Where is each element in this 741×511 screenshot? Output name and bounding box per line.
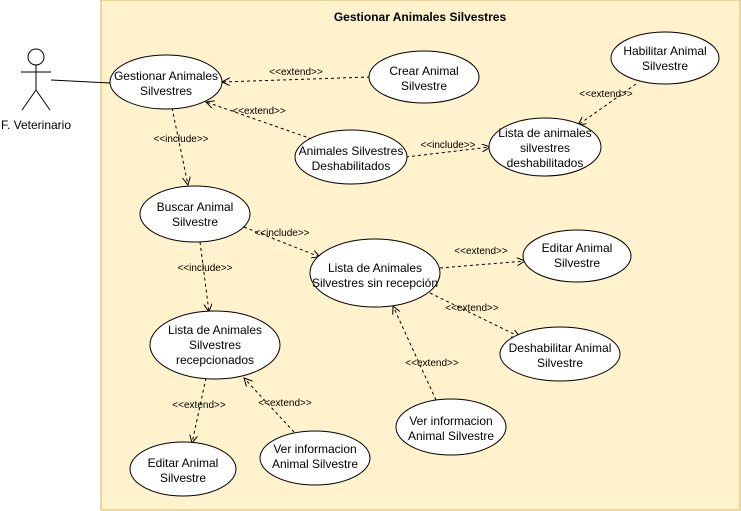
rel-label: <<extend>> (405, 358, 459, 369)
svg-text:Buscar Animal: Buscar Animal (157, 200, 234, 214)
svg-text:Lista de animales: Lista de animales (498, 126, 591, 140)
use-case-gestionar[interactable]: Gestionar Animales Silvestres (109, 54, 223, 110)
use-case-ver-info-1[interactable]: Ver informacion Animal Silvestre (395, 398, 507, 456)
rel-label: <<include>> (254, 228, 309, 239)
svg-text:Editar Animal: Editar Animal (542, 241, 613, 255)
actor-figure (21, 48, 51, 111)
use-case-habilitar[interactable]: Habilitar Animal Silvestre (610, 31, 720, 85)
rel-label: <<extend>> (258, 398, 312, 409)
svg-text:Deshabilitar Animal: Deshabilitar Animal (509, 341, 612, 355)
svg-text:Lista de Animales: Lista de Animales (328, 261, 422, 275)
rel-buscar-include-sin-line (243, 226, 320, 257)
rel-gestionar-include-line (171, 107, 188, 185)
svg-text:Silvestre: Silvestre (160, 471, 206, 485)
svg-text:Gestionar Animales: Gestionar Animales (114, 69, 218, 83)
svg-text:Animales Silvestres: Animales Silvestres (299, 144, 404, 158)
rel-editar1-extend-line (439, 261, 525, 269)
svg-text:Ver informacion: Ver informacion (409, 414, 492, 428)
rel-label: <<include>> (420, 140, 475, 151)
svg-text:Animal Silvestre: Animal Silvestre (408, 429, 494, 443)
svg-text:recepcionados: recepcionados (176, 353, 254, 367)
use-case-lista-sin-recepcion[interactable]: Lista de Animales Silvestres sin recepci… (309, 238, 441, 308)
svg-text:silvestres: silvestres (520, 141, 570, 155)
svg-text:Silvestre: Silvestre (642, 59, 688, 73)
rel-label: <<extend>> (232, 106, 286, 117)
rel-label: <<include>> (153, 134, 208, 145)
use-case-lista-deshabilitados[interactable]: Lista de animales silvestres deshabilita… (488, 117, 602, 177)
use-case-editar-2[interactable]: Editar Animal Silvestre (129, 441, 237, 497)
rel-verinfo1-extend-line (393, 306, 437, 401)
svg-text:deshabilitados: deshabilitados (507, 156, 584, 170)
rel-deshabilitar-extend-line (429, 292, 520, 337)
use-case-deshabilitados[interactable]: Animales Silvestres Deshabilitados (294, 129, 408, 185)
svg-text:Editar Animal: Editar Animal (148, 456, 219, 470)
rel-label: <<extend>> (454, 246, 508, 257)
use-case-crear[interactable]: Crear Animal Silvestre (368, 50, 480, 104)
actor-label: F. Veterinario (1, 118, 71, 132)
rel-editar2-extend-line (192, 377, 207, 443)
rel-label: <<extend>> (445, 303, 499, 314)
use-case-editar-1[interactable]: Editar Animal Silvestre (522, 229, 632, 283)
rel-label: <<extend>> (579, 89, 633, 100)
svg-text:Silvestre: Silvestre (401, 79, 447, 93)
svg-text:Lista de Animales: Lista de Animales (168, 323, 262, 337)
rel-label: <<extend>> (172, 400, 226, 411)
rel-label: <<include>> (177, 263, 232, 274)
svg-text:Habilitar Animal: Habilitar Animal (623, 44, 706, 58)
rel-verinfo2-extend-line (244, 378, 295, 433)
svg-text:Silvestres sin recepción: Silvestres sin recepción (312, 276, 438, 290)
actor-association (50, 79, 111, 84)
svg-text:Crear Animal: Crear Animal (389, 64, 458, 78)
rel-deshab-extend-line (206, 102, 313, 140)
svg-text:Animal Silvestre: Animal Silvestre (272, 457, 358, 471)
use-case-ver-info-2[interactable]: Ver informacion Animal Silvestre (259, 430, 371, 486)
rel-crear-extend-line (222, 76, 371, 82)
svg-text:Silvestres: Silvestres (189, 338, 241, 352)
svg-text:Silvestre: Silvestre (172, 215, 218, 229)
svg-text:Deshabilitados: Deshabilitados (312, 159, 391, 173)
svg-text:Silvestre: Silvestre (537, 356, 583, 370)
svg-text:Ver informacion: Ver informacion (273, 442, 356, 456)
system-title: Gestionar Animales Silvestres (334, 10, 507, 24)
rel-label: <<extend>> (269, 67, 323, 78)
svg-text:Silvestres: Silvestres (140, 84, 192, 98)
svg-text:Silvestre: Silvestre (554, 256, 600, 270)
use-case-deshabilitar[interactable]: Deshabilitar Animal Silvestre (499, 326, 621, 382)
use-case-lista-recepcionados[interactable]: Lista de Animales Silvestres recepcionad… (149, 310, 281, 380)
use-case-buscar[interactable]: Buscar Animal Silvestre (139, 185, 251, 243)
rel-deshab-include-line (405, 147, 490, 158)
